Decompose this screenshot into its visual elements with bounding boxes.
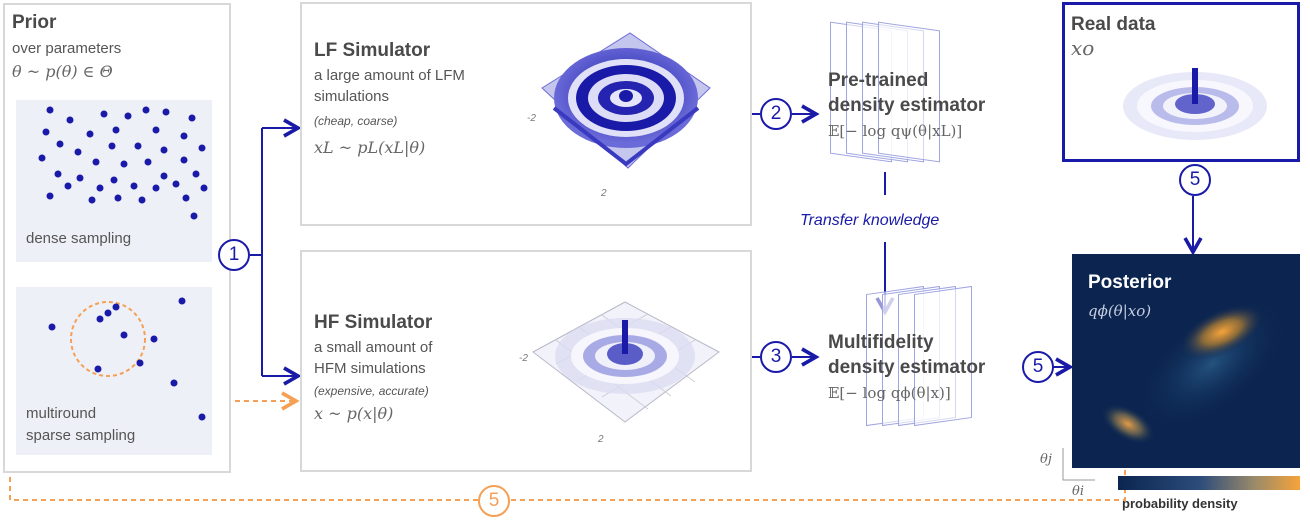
step-1-marker: 1 <box>218 239 250 271</box>
hf-line1: a small amount of <box>314 339 433 356</box>
hf-line2: HFM simulations <box>314 360 426 377</box>
step-5-marker-loop: 5 <box>478 485 510 517</box>
dense-sampling-panel: dense sampling <box>16 100 212 262</box>
lf-tick-bottom: 2 <box>601 188 607 199</box>
lf-line2: simulations <box>314 88 390 105</box>
hf-formula: x ~ p(x|θ) <box>314 404 394 423</box>
prior-subtitle: over parameters <box>12 40 122 57</box>
hf-tick-left: -2 <box>519 353 528 364</box>
hf-title: HF Simulator <box>314 312 433 333</box>
real-data-symbol: xo <box>1071 36 1095 60</box>
real-data-title: Real data <box>1071 14 1156 35</box>
dense-sampling-label: dense sampling <box>26 230 132 247</box>
lf-note: (cheap, coarse) <box>314 114 398 128</box>
prior-formula: θ ~ p(θ) ∈ Θ <box>12 62 113 81</box>
lf-surface-plot <box>541 32 711 169</box>
theta-j-label: θj <box>1040 452 1052 467</box>
theta-i-label: θi <box>1072 484 1084 499</box>
multifidelity-formula: 𝔼[− log qϕ(θ|x)] <box>828 384 951 402</box>
posterior-density-map <box>1100 297 1289 445</box>
lf-line1: a large amount of LFM <box>314 67 465 84</box>
colorbar <box>1118 476 1300 490</box>
sparse-sampling-panel: multiround sparse sampling <box>16 287 212 455</box>
lf-tick-left: -2 <box>527 113 536 124</box>
multifidelity-title-1: Multifidelity <box>828 332 934 353</box>
real-data-surface <box>1123 68 1267 140</box>
step-2-marker: 2 <box>760 98 792 130</box>
posterior-formula: qϕ(θ|xo) <box>1088 302 1152 320</box>
pretrained-title-1: Pre-trained <box>828 70 929 91</box>
transfer-knowledge-label: Transfer knowledge <box>800 212 940 229</box>
step-3-marker: 3 <box>760 341 792 373</box>
step-5-marker-mf: 5 <box>1022 351 1054 383</box>
sparse-sample-dots <box>48 297 206 421</box>
sparse-sampling-label-1: multiround <box>26 405 97 422</box>
pretrained-title-2: density estimator <box>828 95 986 116</box>
hf-tick-bottom: 2 <box>598 434 604 445</box>
dense-sample-dots <box>38 106 208 220</box>
posterior-panel <box>1072 254 1300 468</box>
lf-title: LF Simulator <box>314 40 431 61</box>
step-5-marker-real: 5 <box>1179 164 1211 196</box>
lf-formula: xL ~ pL(xL|θ) <box>314 138 426 157</box>
colorbar-label: probability density <box>1122 496 1238 511</box>
hf-note: (expensive, accurate) <box>314 384 429 398</box>
pretrained-formula: 𝔼[− log qψ(θ|xL)] <box>828 122 963 140</box>
sparse-sampling-label-2: sparse sampling <box>26 427 136 444</box>
posterior-title: Posterior <box>1088 272 1172 293</box>
multifidelity-title-2: density estimator <box>828 357 986 378</box>
hf-surface-plot <box>532 301 720 423</box>
prior-title: Prior <box>12 12 57 33</box>
